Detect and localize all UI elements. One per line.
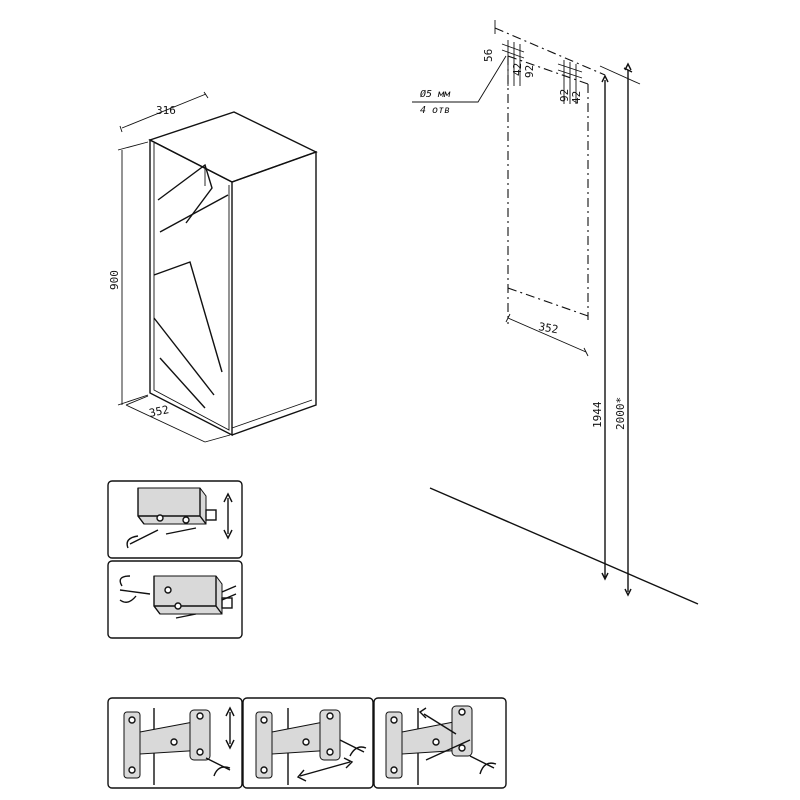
- cabinet-height-label: 900: [108, 270, 121, 290]
- cabinet-width-label: 316: [156, 104, 176, 117]
- step-adjust-depth: [107, 560, 243, 639]
- cabinet-top-face: [148, 111, 318, 183]
- floor-line: [429, 487, 699, 605]
- cabinet-drawing: 316 900 352: [108, 91, 318, 443]
- drill-note-leader: [412, 55, 507, 103]
- step-hinge-depth: [373, 697, 507, 789]
- drill-holes: [501, 40, 583, 104]
- drill-note-count: 4 отв: [420, 105, 450, 116]
- offset-top-label: 56: [482, 49, 495, 62]
- offset-left-a-label: 42: [511, 63, 524, 76]
- offset-right-a-label: 92: [558, 89, 571, 102]
- drill-note-diameter: Ø5 мм: [420, 88, 451, 100]
- cabinet-side-face: [231, 151, 317, 436]
- outline-width-label: 352: [537, 320, 559, 336]
- step-hinge-side: [242, 697, 374, 789]
- cabinet-front-face: [149, 138, 233, 437]
- cabinet-depth-label: 352: [148, 403, 170, 420]
- step-hinge-height: [107, 697, 243, 789]
- outline-bottom-edge: [507, 287, 589, 317]
- wall-plan: 56 42 92 92 42 Ø5 мм 4 отв 352 1944 2000…: [412, 20, 699, 605]
- offset-right-b-label: 42: [570, 91, 583, 104]
- door-pattern: [153, 163, 229, 409]
- height-total-label: 2000*: [614, 397, 627, 430]
- height-inner-label: 1944: [591, 401, 604, 428]
- step-adjust-vertical: [107, 480, 243, 559]
- offset-left-b-label: 92: [523, 65, 536, 78]
